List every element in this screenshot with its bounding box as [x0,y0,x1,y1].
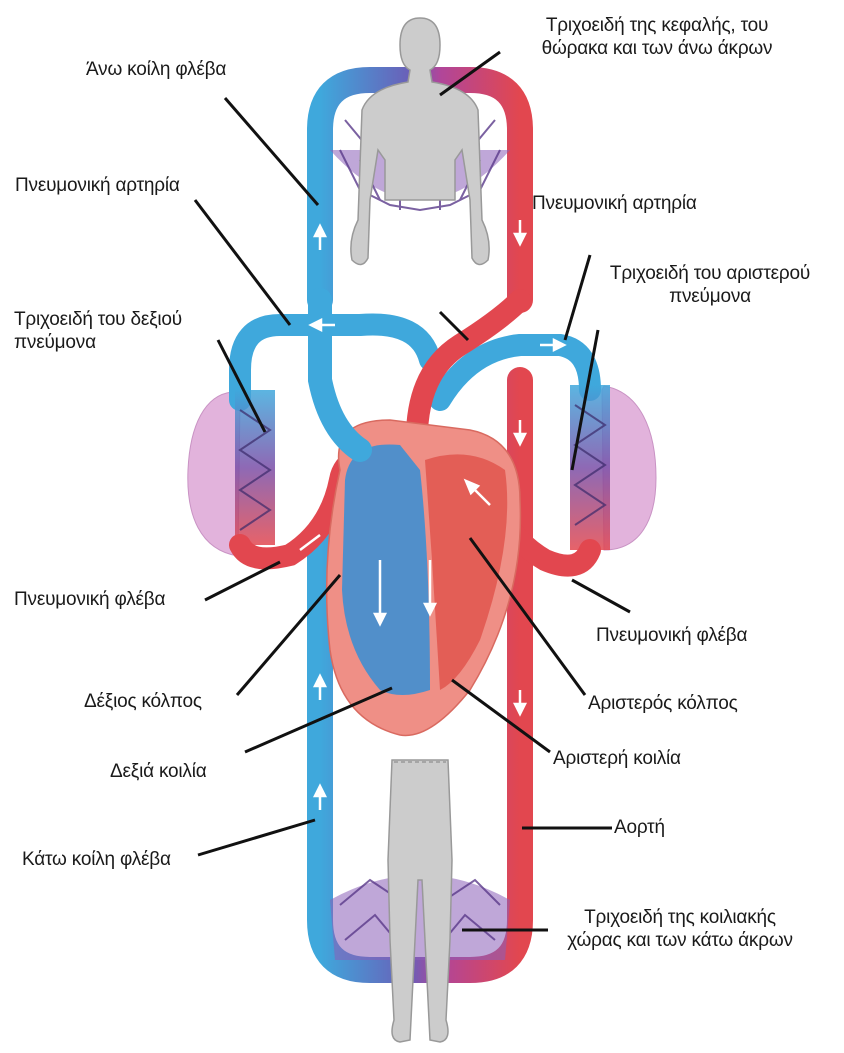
label-right-lung-capillaries: Τριχοειδή του δεξιού πνεύμονα [14,308,182,354]
label-left-atrium: Αριστερός κόλπος [588,692,738,715]
label-pulmonary-vein-right: Πνευμονική φλέβα [596,624,747,647]
label-upper-capillaries: Τριχοειδή της κεφαλής, του θώρακα και τω… [512,14,802,60]
label-right-atrium: Δέξιος κόλπος [84,690,202,713]
left-lung [602,386,656,550]
upper-body-silhouette [351,18,489,265]
label-pulmonary-artery-right: Πνευμονική αρτηρία [532,192,697,215]
right-lung [188,392,240,556]
label-aorta: Αορτή [614,816,665,839]
label-pulmonary-artery-left: Πνευμονική αρτηρία [15,174,180,197]
label-inferior-vena-cava: Κάτω κοίλη φλέβα [22,848,171,871]
label-lower-capillaries: Τριχοειδή της κοιλιακής χώρας και των κά… [545,906,815,952]
label-pulmonary-vein-left: Πνευμονική φλέβα [14,588,165,611]
label-right-ventricle: Δεξιά κοιλία [110,760,207,783]
label-left-ventricle: Αριστερή κοιλία [553,747,681,770]
label-left-lung-capillaries: Τριχοειδή του αριστερού πνεύμονα [590,262,830,308]
pulmonary-artery-to-right-lung [240,324,430,400]
label-superior-vena-cava: Άνω κοίλη φλέβα [86,58,226,81]
